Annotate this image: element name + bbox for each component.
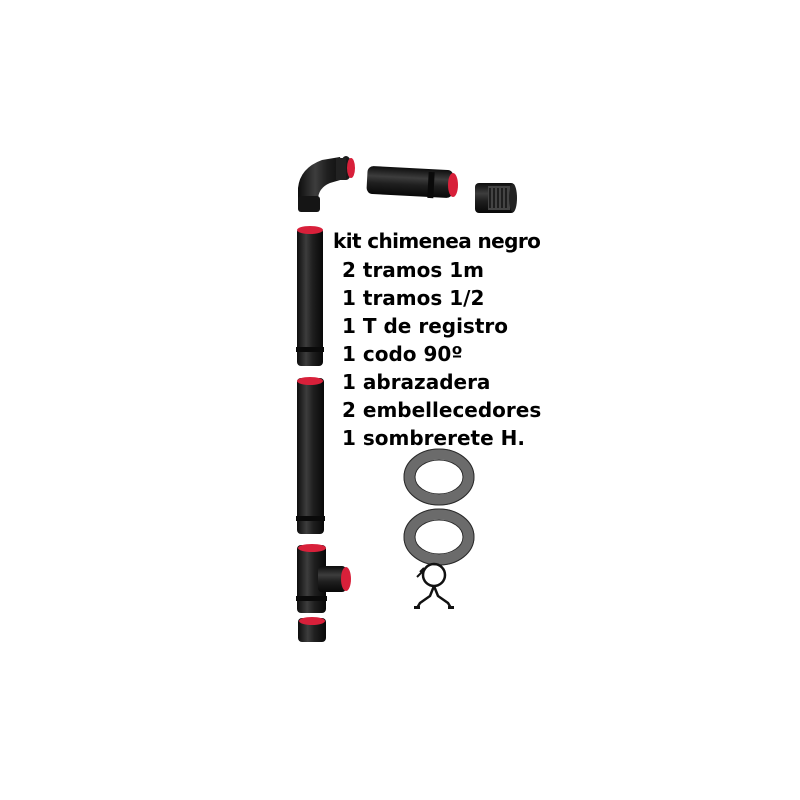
kit-item-pipes-1m: 2 tramos 1m — [342, 258, 485, 282]
coupling-icon — [298, 617, 326, 642]
pipe-1m-icon — [296, 377, 325, 534]
trim-ring-icon — [403, 508, 475, 566]
kit-item-clamp: 1 abrazadera — [342, 370, 491, 394]
kit-item-cap: 1 sombrerete H. — [342, 426, 525, 450]
kit-item-elbow: 1 codo 90º — [342, 342, 463, 366]
pipe-half-meter-icon — [366, 166, 458, 199]
pipe-1m-icon — [296, 226, 324, 366]
kit-item-tee: 1 T de registro — [342, 314, 508, 338]
tee-register-icon — [296, 544, 351, 613]
cap-h-icon — [475, 183, 517, 213]
trim-ring-icon — [403, 448, 475, 506]
elbow-90-icon — [298, 156, 355, 212]
kit-title: kit chimenea negro — [333, 229, 541, 253]
kit-item-trim-rings: 2 embellecedores — [342, 398, 542, 422]
kit-item-pipe-half: 1 tramos 1/2 — [342, 286, 485, 310]
clamp-icon — [414, 562, 454, 609]
